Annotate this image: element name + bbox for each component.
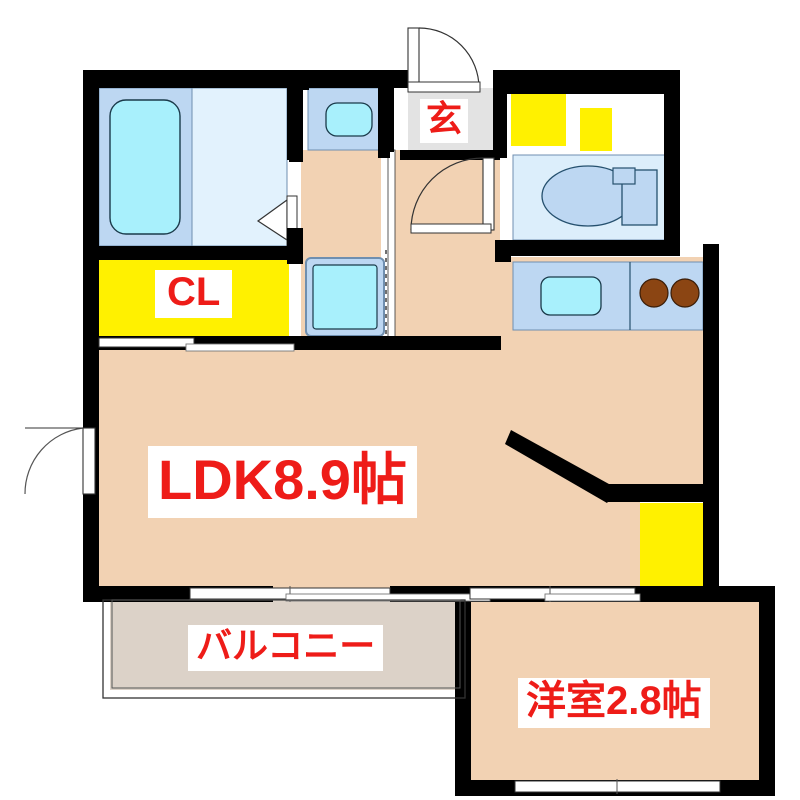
bedroom-bottom-window (514, 779, 721, 794)
wall-toilet-bottom (497, 240, 680, 256)
wall-washroom-right (378, 150, 390, 158)
openings (24, 27, 721, 794)
wall-washroom-left (289, 150, 303, 162)
entrance-door-swing (418, 27, 480, 89)
wall-bedroom-right (759, 586, 775, 796)
wall-kitchen-left (495, 240, 511, 262)
wall-entrance-step (400, 150, 500, 160)
wall-washroom-top (295, 70, 309, 90)
ldk-door (24, 427, 96, 495)
room-label-ldk: LDK8.9帖 (148, 446, 417, 518)
entrance-door-leaf (407, 27, 420, 89)
entrance-upper-closet (580, 108, 612, 151)
kitchen-group (512, 261, 704, 331)
wall-closet-right (703, 484, 719, 594)
bedroom-window (469, 586, 641, 602)
ldk-door-swing (24, 427, 84, 495)
room-label-closet: CL (155, 270, 233, 318)
sink-icon (540, 276, 602, 316)
stove-burner-icon (639, 278, 669, 308)
cl-door-panel-right (185, 343, 295, 352)
wall-angled-horizontal (608, 484, 716, 502)
corridor-door-sill (410, 223, 492, 234)
balcony-rail (102, 599, 466, 699)
corridor-door (410, 157, 495, 234)
wall-right-upper (664, 70, 680, 248)
washbasin-icon (325, 102, 373, 137)
balcony-inner-rail (111, 599, 461, 689)
wall-right-kitchen (703, 244, 719, 504)
wall-corridor-bottom (386, 336, 501, 350)
entrance-shoe-closet (511, 93, 566, 146)
stove-burner-icon (670, 278, 700, 308)
wall-washroom-right-top (378, 70, 394, 152)
wall-bath-right (287, 70, 303, 160)
bathtub-icon (109, 99, 181, 235)
wall-bedroom-left (455, 586, 471, 796)
room-label-bedroom: 洋室2.8帖 (518, 678, 710, 728)
wall-top-right (493, 70, 680, 94)
corridor-door-swing (410, 157, 484, 231)
washing-machine-drum (312, 264, 378, 330)
wall-bath-bottom (83, 246, 295, 260)
corridor-door-leaf (482, 157, 495, 231)
wall-corridor-right (493, 88, 507, 158)
washroom-door-frame (387, 149, 396, 341)
cl-door-panel-left (98, 337, 195, 348)
bedroom-window-top-inner (544, 593, 641, 602)
ldk-door-leaf (82, 427, 96, 495)
closet-group (99, 93, 712, 593)
entrance-threshold (407, 81, 481, 93)
wall-angled-stub (505, 430, 618, 503)
wall-outer-top-left (83, 70, 295, 88)
toilet-lid (612, 167, 636, 185)
toilet-group (512, 154, 671, 241)
wall-outer-left (83, 70, 99, 600)
washroom-group (304, 87, 396, 342)
entrance-door (407, 27, 481, 93)
bedroom-closet (640, 503, 712, 593)
wall-washroom-bottom (289, 336, 387, 350)
bathroom-group (98, 87, 298, 247)
closet-doors (98, 337, 295, 352)
room-label-balcony: バルコニー (188, 625, 384, 671)
corridor-floor (393, 150, 500, 345)
room-label-entrance: 玄 (420, 99, 469, 143)
